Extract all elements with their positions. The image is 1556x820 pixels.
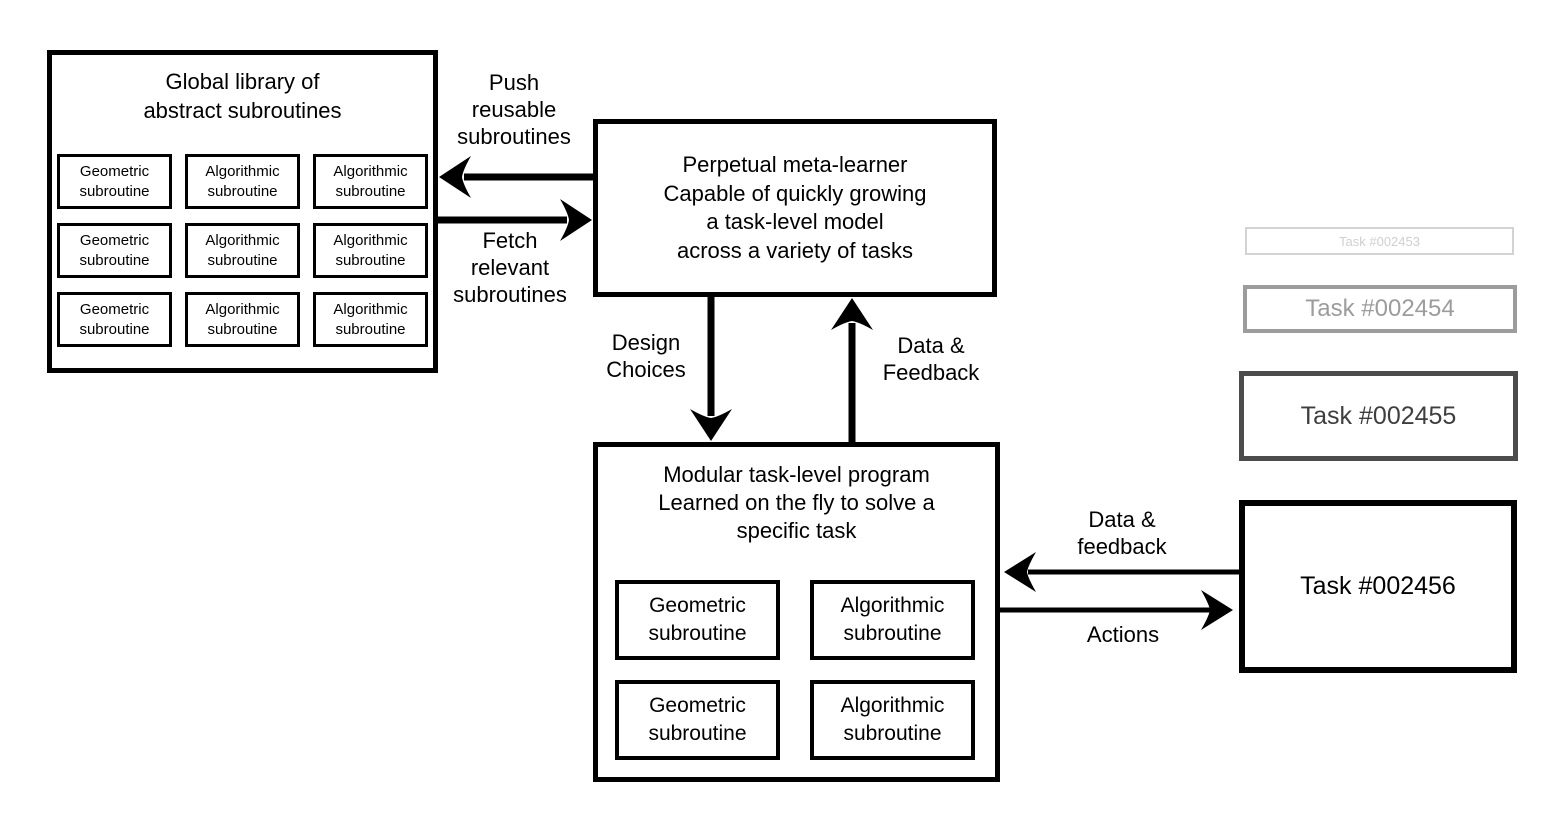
fetch-arrow	[437, 199, 592, 241]
task-box-002453: Task #002453	[1245, 227, 1514, 255]
program-subroutine-grid: Geometric subroutine Algorithmic subrout…	[615, 580, 975, 760]
library-subroutine-cell: Algorithmic subroutine	[185, 154, 300, 209]
fetch-arrow-label: Fetch relevant subroutines	[453, 228, 567, 307]
program-subroutine-cell: Geometric subroutine	[615, 580, 780, 660]
global-library-box: Global library of abstract subroutines G…	[47, 50, 438, 373]
program-subroutine-cell: Algorithmic subroutine	[810, 580, 975, 660]
data-feedback-left-label: Data & feedback	[1077, 507, 1167, 559]
library-subroutine-cell: Algorithmic subroutine	[313, 292, 428, 347]
program-subroutine-cell: Algorithmic subroutine	[810, 680, 975, 760]
task-program-box: Modular task-level program Learned on th…	[593, 442, 1000, 782]
data-feedback-arrow	[1004, 552, 1239, 592]
meta-learner-box: Perpetual meta-learner Capable of quickl…	[593, 119, 997, 297]
design-choices-label: Design Choices	[606, 330, 686, 382]
library-subroutine-cell: Geometric subroutine	[57, 223, 172, 278]
task-box-002454: Task #002454	[1243, 285, 1517, 333]
library-subroutine-cell: Geometric subroutine	[57, 292, 172, 347]
data-feedback-up-label: Data & Feedback	[882, 333, 980, 385]
library-subroutine-cell: Algorithmic subroutine	[313, 223, 428, 278]
push-arrow	[439, 156, 593, 198]
push-arrow-label: Push reusable subroutines	[457, 70, 571, 149]
design-choices-arrow	[690, 297, 732, 441]
actions-arrow	[1000, 590, 1233, 630]
library-subroutine-cell: Algorithmic subroutine	[185, 292, 300, 347]
feedback-up-arrow	[831, 298, 873, 442]
task-box-002456: Task #002456	[1239, 500, 1517, 673]
library-subroutine-grid: Geometric subroutine Algorithmic subrout…	[57, 154, 428, 347]
task-program-title: Modular task-level program Learned on th…	[658, 462, 935, 543]
actions-label: Actions	[1086, 622, 1160, 647]
library-subroutine-cell: Algorithmic subroutine	[313, 154, 428, 209]
library-subroutine-cell: Geometric subroutine	[57, 154, 172, 209]
program-subroutine-cell: Geometric subroutine	[615, 680, 780, 760]
global-library-title: Global library of abstract subroutines	[143, 69, 342, 123]
task-box-002455: Task #002455	[1239, 371, 1518, 461]
library-subroutine-cell: Algorithmic subroutine	[185, 223, 300, 278]
